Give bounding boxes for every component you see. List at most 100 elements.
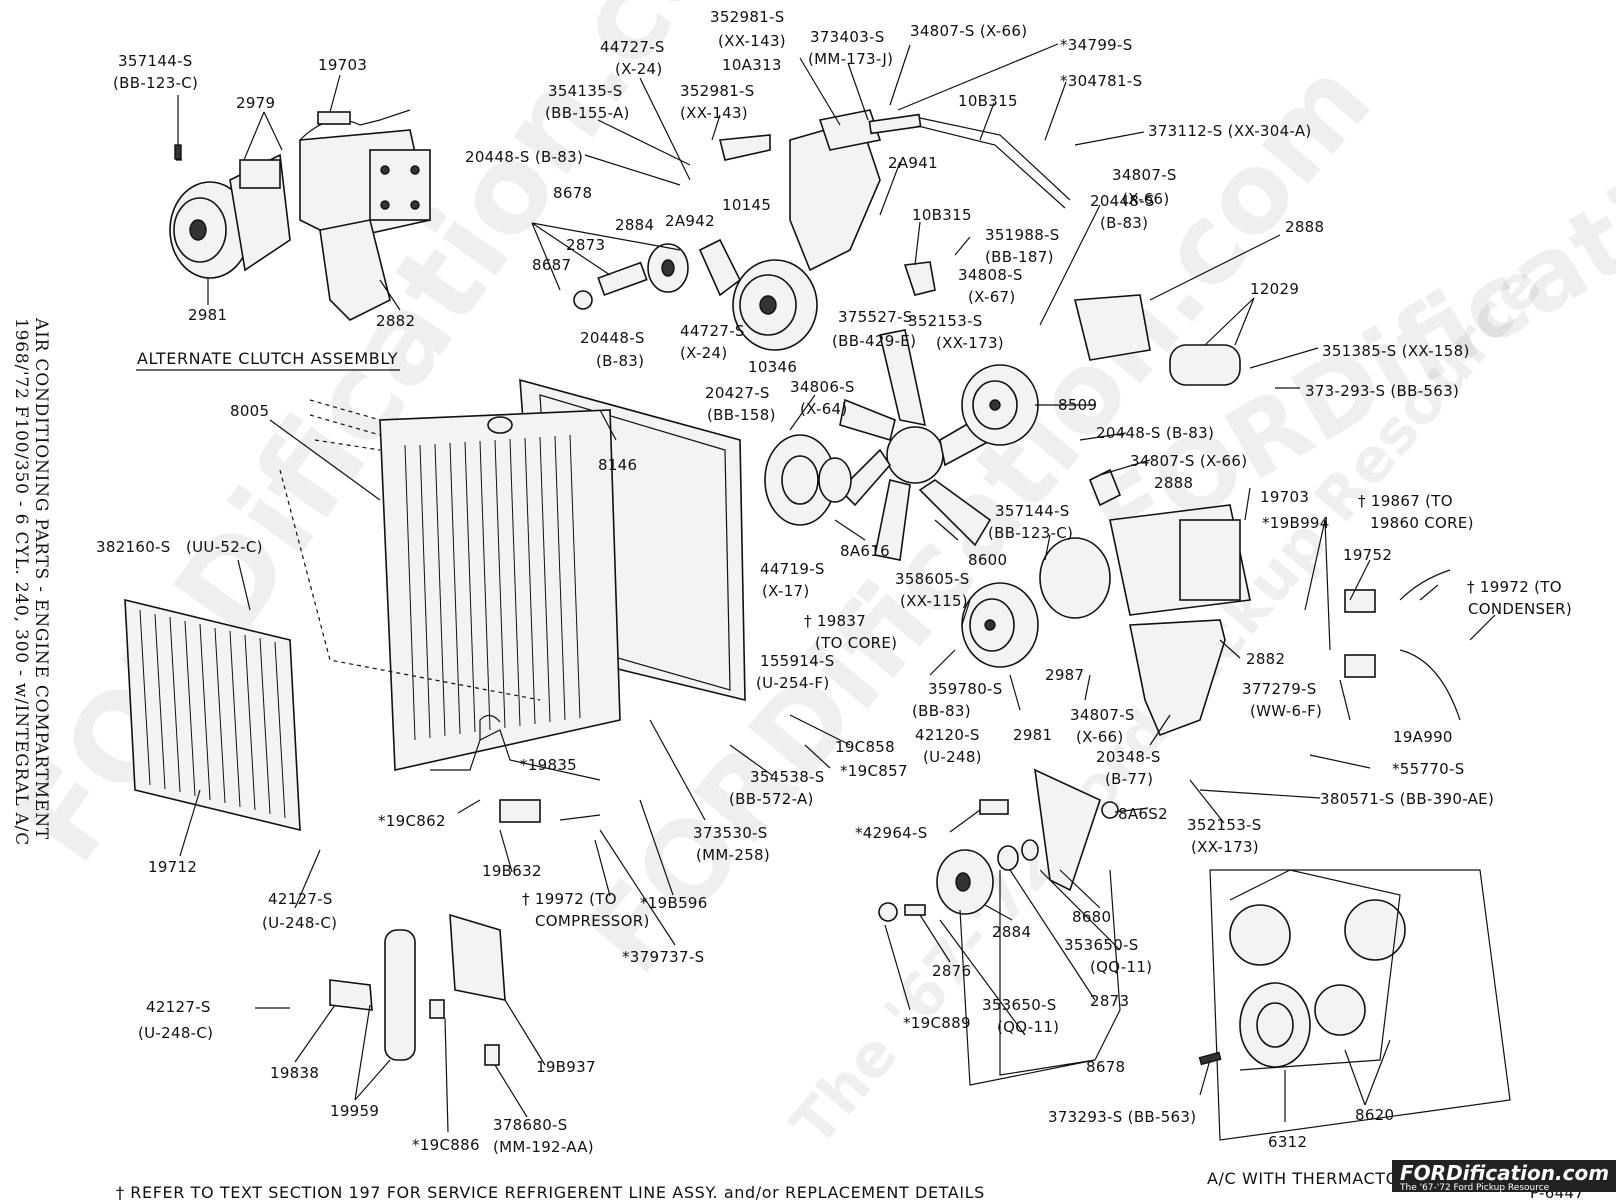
callout: 373-293-S (BB-563) xyxy=(1305,382,1459,400)
callout: 19712 xyxy=(148,858,197,876)
callout: (U-248) xyxy=(923,748,982,766)
callout: 19752 xyxy=(1343,546,1392,564)
callout-labels: 357144-S (BB-123-C) 19703 2979 2981 2882… xyxy=(96,8,1572,1156)
callout: (UU-52-C) xyxy=(186,538,263,556)
callout: (XX-143) xyxy=(680,104,748,122)
callout: 351988-S xyxy=(985,226,1060,244)
callout: 34807-S xyxy=(1070,706,1135,724)
callout: 2884 xyxy=(992,923,1031,941)
callout: *19C862 xyxy=(378,812,446,830)
callout: † 19867 (TO xyxy=(1358,492,1453,510)
callout: 373293-S (BB-563) xyxy=(1048,1108,1196,1126)
callout: (X-64) xyxy=(800,400,848,418)
callout: (QQ-11) xyxy=(997,1018,1059,1036)
callout: 354135-S xyxy=(548,82,623,100)
callout: 353650-S xyxy=(982,996,1057,1014)
callout: 42120-S xyxy=(915,726,980,744)
callout: 2888 xyxy=(1154,474,1193,492)
callout: *19835 xyxy=(520,756,577,774)
callout: (B-77) xyxy=(1105,770,1153,788)
callout: 34807-S xyxy=(1112,166,1177,184)
callout: 380571-S (BB-390-AE) xyxy=(1320,790,1494,808)
callout: 2A941 xyxy=(888,154,938,172)
callout: 8678 xyxy=(1086,1058,1125,1076)
callout: 373112-S (XX-304-A) xyxy=(1148,122,1312,140)
callout: † 19972 (TO xyxy=(1467,578,1562,596)
callout: 19B632 xyxy=(482,862,542,880)
condenser xyxy=(124,598,301,832)
callout: 20448-S xyxy=(1090,192,1155,210)
callout: 19703 xyxy=(318,56,367,74)
callout: (X-67) xyxy=(968,288,1016,306)
clutch-field-coil xyxy=(239,159,281,189)
callout: (BB-155-A) xyxy=(545,104,630,122)
callout: (U-254-F) xyxy=(756,674,829,692)
callout: 378680-S xyxy=(493,1116,568,1134)
callout: (BB-83) xyxy=(912,702,971,720)
callout: 358605-S xyxy=(895,570,970,588)
callout: COMPRESSOR) xyxy=(535,912,650,930)
receiver-drier xyxy=(384,929,416,1061)
callout: 42127-S xyxy=(146,998,211,1016)
callout: 2981 xyxy=(188,306,227,324)
callout: *19B994 xyxy=(1262,514,1330,532)
callout: 2884 xyxy=(615,216,654,234)
callout: (B-83) xyxy=(596,352,644,370)
callout: 34807-S (X-66) xyxy=(910,22,1027,40)
callout: 10A313 xyxy=(722,56,782,74)
callout: 2882 xyxy=(376,312,415,330)
callout: (BB-187) xyxy=(985,248,1054,266)
callout: 20448-S (B-83) xyxy=(465,148,583,166)
alternate-clutch-caption: ALTERNATE CLUTCH ASSEMBLY xyxy=(137,349,398,368)
callout: 19A990 xyxy=(1393,728,1453,746)
callout: 44719-S xyxy=(760,560,825,578)
brand-logo-text: FORDification.com xyxy=(1400,1161,1609,1185)
callout: 19959 xyxy=(330,1102,379,1120)
callout: (BB-158) xyxy=(707,406,776,424)
callout: (BB-123-C) xyxy=(113,74,198,92)
callout: (XX-173) xyxy=(1191,838,1259,856)
callout: 42127-S xyxy=(268,890,333,908)
alternate-clutch-drawing xyxy=(136,74,431,371)
callout: 19703 xyxy=(1260,488,1309,506)
callout: 8A6S2 xyxy=(1118,805,1168,823)
callout: 12029 xyxy=(1250,280,1299,298)
callout: (BB-572-A) xyxy=(729,790,814,808)
compressor-drawing xyxy=(961,294,1461,737)
idler-parts-drawing xyxy=(878,768,1119,922)
callout: 2873 xyxy=(1090,992,1129,1010)
callout: 10B315 xyxy=(912,206,972,224)
callout: 357144-S xyxy=(995,502,1070,520)
drier-bracket xyxy=(449,913,506,1001)
callout: 8620 xyxy=(1355,1106,1394,1124)
side-title-line2: 1968/'72 F100/350 - 6 CYL. 240, 300 - w/… xyxy=(11,318,31,846)
callout: *19C889 xyxy=(903,1014,971,1032)
callout: 353650-S xyxy=(1064,936,1139,954)
callout: CONDENSER) xyxy=(1468,600,1572,618)
callout: 2A942 xyxy=(665,212,715,230)
callout: 2888 xyxy=(1285,218,1324,236)
callout: 20448-S xyxy=(580,329,645,347)
compressor-bracket xyxy=(319,219,391,321)
callout: (X-24) xyxy=(680,344,728,362)
thermactor-caption: A/C WITH THERMACTOR xyxy=(1207,1169,1411,1188)
callout: (X-66) xyxy=(1076,728,1124,746)
callout: 375527-S xyxy=(838,308,913,326)
callout: 34807-S (X-66) xyxy=(1130,452,1247,470)
callout: 2987 xyxy=(1045,666,1084,684)
callout: (X-24) xyxy=(615,60,663,78)
callout: 377279-S xyxy=(1242,680,1317,698)
callout: 8509 xyxy=(1058,396,1097,414)
callout: † 19837 xyxy=(804,612,866,630)
callout: 20448-S (B-83) xyxy=(1096,424,1214,442)
callout: (MM-173-J) xyxy=(808,50,893,68)
callout: 8678 xyxy=(553,184,592,202)
callout: 354538-S xyxy=(750,768,825,786)
radiator-cap xyxy=(487,416,513,434)
callout: 359780-S xyxy=(928,680,1003,698)
callout: (MM-258) xyxy=(696,846,770,864)
callout: 357144-S xyxy=(118,52,193,70)
brand-badge: FORDification.com The '67-'72 Ford Picku… xyxy=(1392,1160,1616,1193)
callout: 8A616 xyxy=(840,542,890,560)
idler-shaft xyxy=(597,261,648,297)
